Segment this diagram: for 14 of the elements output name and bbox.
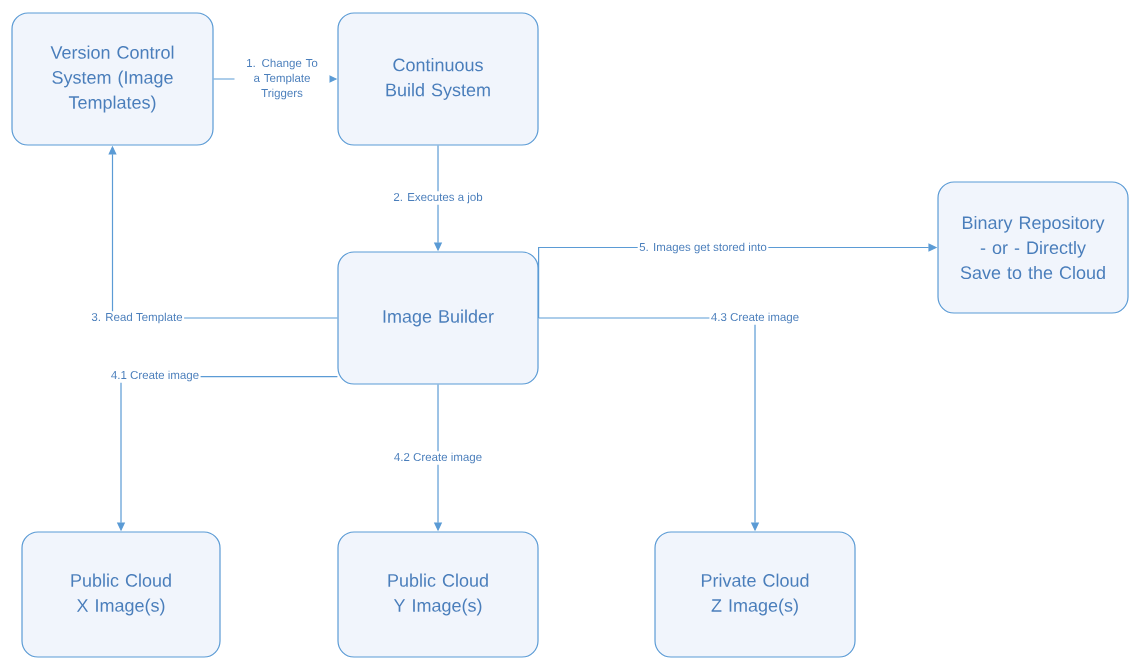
edge-label: 4.2 Create image <box>392 451 484 465</box>
process-box: Public Cloud Y Image(s) <box>337 531 539 658</box>
edge-label: 5. Images get stored into <box>637 241 769 255</box>
edge-label: 4.3 Create image <box>709 311 801 325</box>
edge-label: 3. Read Template <box>89 311 185 325</box>
edge-label: 1. Change To a Template Triggers <box>234 57 330 101</box>
process-box: Public Cloud X Image(s) <box>21 531 221 658</box>
process-box: Version Control System (Image Templates) <box>11 12 214 146</box>
edge-label: 4.1 Create image <box>109 369 201 383</box>
edge-label: 2. Executes a job <box>391 191 485 205</box>
process-box: Image Builder <box>337 251 539 385</box>
process-box: Continuous Build System <box>337 12 539 146</box>
process-box: Binary Repository - or - Directly Save to the Cloud <box>937 181 1129 314</box>
process-box: Private Cloud Z Image(s) <box>654 531 856 658</box>
